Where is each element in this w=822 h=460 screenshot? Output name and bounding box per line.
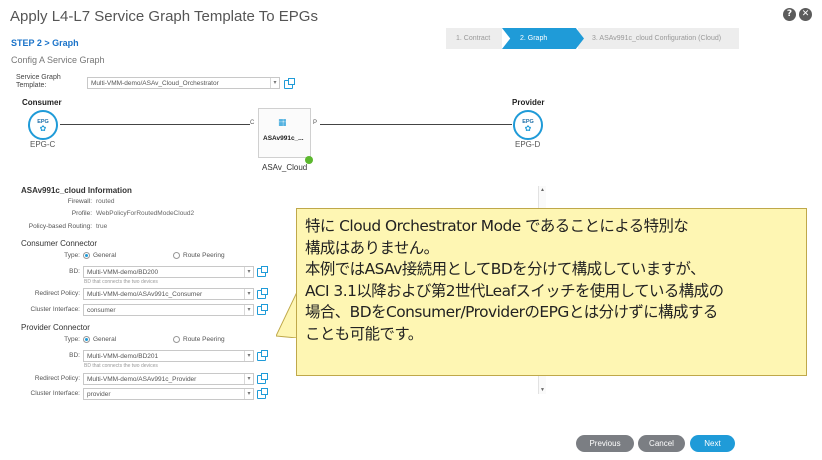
consumer-epg-node[interactable]: EPG ✿ bbox=[28, 110, 58, 140]
service-graph-template-select[interactable]: Multi-VMM-demo/ASAv_Cloud_Orchestrator ▾ bbox=[87, 77, 280, 89]
open-consumer-bd-icon[interactable] bbox=[257, 266, 268, 277]
annotation-callout: 特に Cloud Orchestrator Mode であることによる特別な 構… bbox=[296, 208, 807, 376]
status-ok-icon bbox=[305, 156, 313, 164]
callout-line: ACI 3.1以降および第2世代Leafスイッチを使用している構成の bbox=[305, 281, 724, 300]
consumer-bd-label: BD: bbox=[69, 268, 80, 275]
provider-bd-hint: BD that connects the two devices bbox=[84, 363, 158, 369]
chevron-down-icon: ▾ bbox=[244, 389, 253, 399]
wizard-step-configuration: 3. ASAv991c_cloud Configuration (Cloud) bbox=[578, 28, 739, 49]
service-graph-template-label: Service Graph Template: bbox=[16, 74, 61, 89]
consumer-epg-name: EPG-C bbox=[30, 140, 56, 149]
consumer-label: Consumer bbox=[22, 98, 62, 107]
close-icon[interactable]: ✕ bbox=[799, 8, 812, 21]
chevron-down-icon: ▾ bbox=[270, 78, 279, 88]
connector-p-label: P bbox=[313, 120, 318, 126]
firewall-label: Firewall: bbox=[67, 198, 92, 205]
chevron-down-icon: ▾ bbox=[244, 267, 253, 277]
provider-type-route-peering-label: Route Peering bbox=[183, 336, 225, 343]
epg-icon: ✿ bbox=[524, 124, 532, 133]
pbr-label: Policy-based Routing: bbox=[28, 223, 92, 230]
device-caption: ASAv_Cloud bbox=[262, 163, 308, 172]
chevron-down-icon: ▾ bbox=[244, 374, 253, 384]
callout-line: 本例ではASAv接続用としてBDを分けて構成していますが、 bbox=[305, 260, 705, 279]
provider-epg-node[interactable]: EPG ✿ bbox=[513, 110, 543, 140]
wizard-step-contract: 1. Contract bbox=[446, 28, 502, 49]
consumer-type-route-peering-radio[interactable] bbox=[173, 252, 180, 259]
provider-label: Provider bbox=[512, 98, 545, 107]
provider-cluster-select[interactable]: provider ▾ bbox=[83, 388, 254, 400]
provider-epg-name: EPG-D bbox=[515, 140, 541, 149]
consumer-redirect-select[interactable]: Multi-VMM-demo/ASAv991c_Consumer ▾ bbox=[83, 288, 254, 300]
provider-redirect-label: Redirect Policy: bbox=[34, 375, 80, 382]
chevron-down-icon: ▾ bbox=[244, 305, 253, 315]
consumer-type-general-radio[interactable] bbox=[83, 252, 90, 259]
provider-bd-select[interactable]: Multi-VMM-demo/BD201 ▾ bbox=[83, 350, 254, 362]
firewall-value: routed bbox=[96, 198, 115, 205]
connector-c-label: C bbox=[250, 120, 255, 126]
provider-bd-label: BD: bbox=[69, 352, 80, 359]
chevron-down-icon: ▾ bbox=[244, 289, 253, 299]
consumer-bd-hint: BD that connects the two devices bbox=[84, 279, 158, 285]
callout-line: 特に Cloud Orchestrator Mode であることによる特別な bbox=[305, 217, 689, 235]
scroll-down-icon[interactable]: ▼ bbox=[540, 387, 545, 393]
provider-type-general-radio[interactable] bbox=[83, 336, 90, 343]
device-info-title: ASAv991c_cloud Information bbox=[21, 186, 132, 195]
dialog-title: Apply L4-L7 Service Graph Template To EP… bbox=[10, 8, 318, 25]
consumer-type-label: Type: bbox=[64, 252, 80, 259]
epg-icon: ✿ bbox=[39, 124, 47, 133]
previous-button[interactable]: Previous bbox=[576, 435, 634, 452]
profile-value: WebPolicyForRoutedModeCloud2 bbox=[96, 210, 195, 217]
provider-redirect-select[interactable]: Multi-VMM-demo/ASAv991c_Provider ▾ bbox=[83, 373, 254, 385]
scroll-up-icon[interactable]: ▲ bbox=[540, 187, 545, 193]
consumer-cluster-select[interactable]: consumer ▾ bbox=[83, 304, 254, 316]
service-device-node[interactable]: ▦ ASAv991c_... bbox=[258, 108, 311, 158]
provider-type-route-peering-radio[interactable] bbox=[173, 336, 180, 343]
consumer-cluster-label: Cluster Interface: bbox=[30, 306, 81, 313]
open-provider-redirect-icon[interactable] bbox=[257, 373, 268, 384]
cancel-button[interactable]: Cancel bbox=[638, 435, 685, 452]
consumer-link-line bbox=[60, 124, 250, 125]
provider-cluster-label: Cluster Interface: bbox=[30, 390, 81, 397]
callout-line: 場合、BDをConsumer/ProviderのEPGとは分けずに構成する bbox=[305, 303, 718, 322]
header-actions: ? ✕ bbox=[783, 8, 812, 21]
open-provider-cluster-icon[interactable] bbox=[257, 388, 268, 399]
open-template-icon[interactable] bbox=[284, 78, 295, 89]
profile-label: Profile: bbox=[71, 210, 92, 217]
callout-line: ことも可能です。 bbox=[305, 324, 423, 343]
consumer-type-general-label: General bbox=[93, 252, 117, 259]
step-label: STEP 2 > Graph bbox=[11, 38, 79, 48]
wizard-step-graph: 2. Graph bbox=[502, 28, 584, 49]
firewall-icon: ▦ bbox=[278, 117, 287, 127]
open-consumer-redirect-icon[interactable] bbox=[257, 288, 268, 299]
callout-line: 構成はありません。 bbox=[305, 238, 439, 257]
consumer-bd-select[interactable]: Multi-VMM-demo/BD200 ▾ bbox=[83, 266, 254, 278]
provider-type-general-label: General bbox=[93, 336, 117, 343]
provider-type-label: Type: bbox=[64, 336, 80, 343]
chevron-down-icon: ▾ bbox=[244, 351, 253, 361]
help-icon[interactable]: ? bbox=[783, 8, 796, 21]
open-consumer-cluster-icon[interactable] bbox=[257, 304, 268, 315]
step-subtitle: Config A Service Graph bbox=[11, 55, 105, 65]
consumer-type-route-peering-label: Route Peering bbox=[183, 252, 225, 259]
consumer-connector-title: Consumer Connector bbox=[21, 239, 98, 248]
open-provider-bd-icon[interactable] bbox=[257, 350, 268, 361]
consumer-redirect-label: Redirect Policy: bbox=[34, 290, 80, 297]
provider-link-line bbox=[320, 124, 512, 125]
wizard-progress: 1. Contract 3. ASAv991c_cloud Configurat… bbox=[446, 28, 739, 49]
callout-pointer bbox=[276, 292, 297, 338]
pbr-value: true bbox=[96, 223, 108, 230]
provider-connector-title: Provider Connector bbox=[21, 323, 90, 332]
next-button[interactable]: Next bbox=[690, 435, 735, 452]
